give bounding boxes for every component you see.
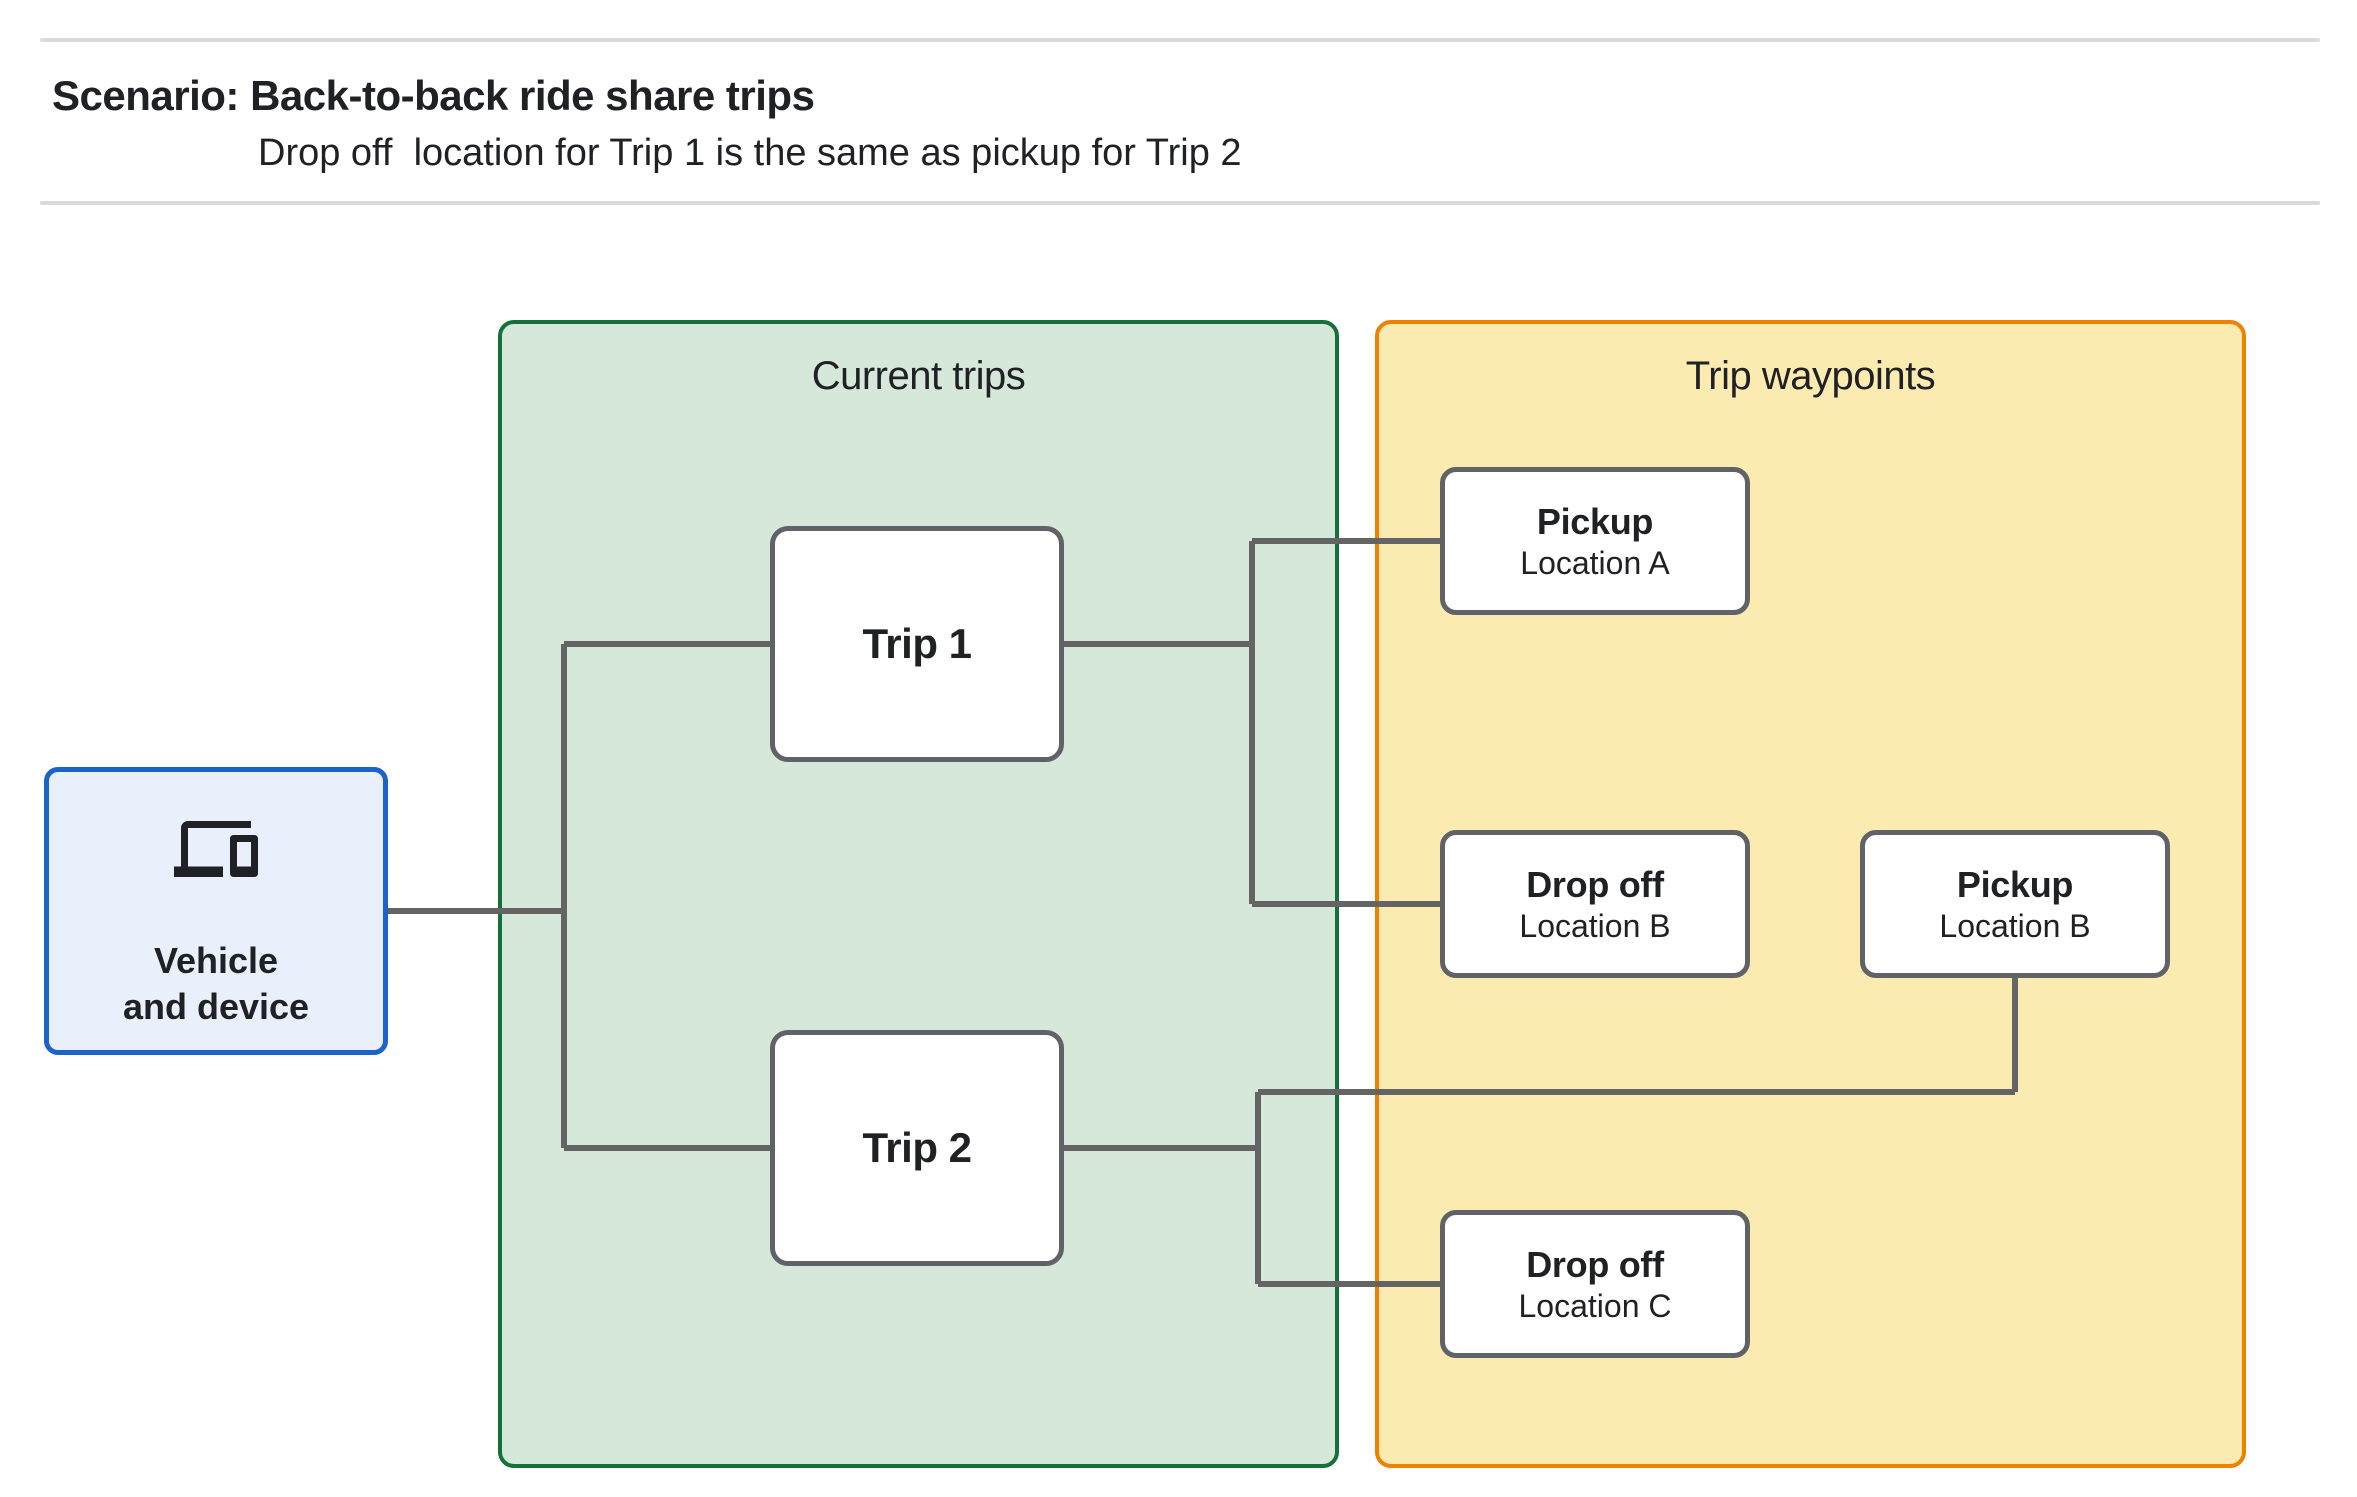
waypoint-type-label: Pickup <box>1956 864 2074 905</box>
vehicle-label-line2: and device <box>122 986 310 1027</box>
vehicle-label-line1: Vehicle <box>153 940 279 981</box>
page-title: Scenario: Back-to-back ride share trips <box>52 72 815 119</box>
vehicle-node-label: Vehicle and device <box>123 938 309 1030</box>
waypoint-dropoff-location-c: Drop off Location C <box>1440 1210 1750 1358</box>
connector-vehicle-to-trips <box>388 641 772 1151</box>
waypoint-pickup-location-b: Pickup Location B <box>1860 830 2170 978</box>
connector-trip1-to-waypoints <box>1064 538 1442 907</box>
header-divider-top <box>40 38 2320 42</box>
waypoint-location-label: Location B <box>1519 908 1671 944</box>
waypoint-location-label: Location C <box>1518 1288 1672 1324</box>
trip-1-label: Trip 1 <box>862 620 972 667</box>
header-divider-bottom <box>40 201 2320 205</box>
devices-icon <box>174 820 258 878</box>
waypoint-location-label: Location A <box>1520 545 1670 581</box>
trip-waypoints-panel-title: Trip waypoints <box>1685 354 1936 398</box>
trip-2-label: Trip 2 <box>862 1124 972 1171</box>
current-trips-panel-title: Current trips <box>811 354 1026 398</box>
connector-trip2-to-waypoints <box>1064 978 2018 1287</box>
current-trips-panel: Current trips <box>498 320 1339 1468</box>
trip-2-node: Trip 2 <box>770 1030 1064 1266</box>
waypoint-type-label: Pickup <box>1536 501 1654 542</box>
trip-1-node: Trip 1 <box>770 526 1064 762</box>
vehicle-and-device-node: Vehicle and device <box>44 767 388 1055</box>
waypoint-type-label: Drop off <box>1526 1244 1664 1285</box>
waypoint-type-label: Drop off <box>1526 864 1664 905</box>
waypoint-pickup-location-a: Pickup Location A <box>1440 467 1750 615</box>
waypoint-location-label: Location B <box>1939 908 2091 944</box>
waypoint-dropoff-location-b: Drop off Location B <box>1440 830 1750 978</box>
page-subtitle: Drop off location for Trip 1 is the same… <box>258 132 1242 174</box>
